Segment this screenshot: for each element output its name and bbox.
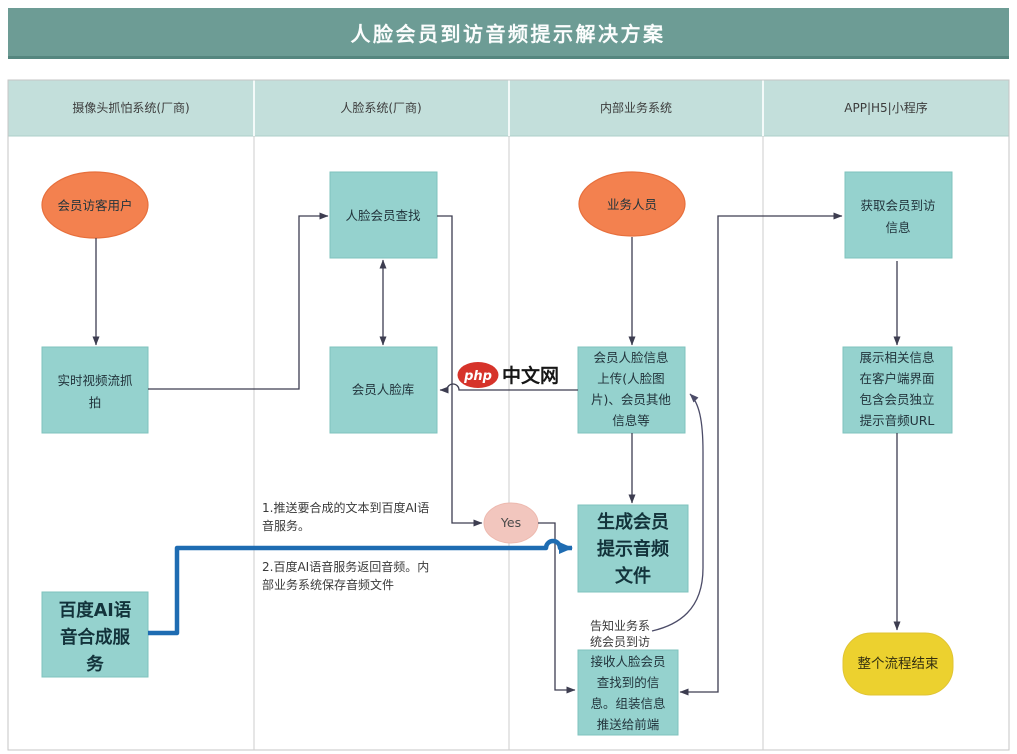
member-info-upload-label: 信息等 <box>612 413 650 428</box>
edge-notify-visit-curve <box>651 393 704 632</box>
note-notify-line: 告知业务系 <box>590 618 650 633</box>
display-info-label: 展示相关信息 <box>859 350 934 365</box>
annotation-push-text: 1.推送要合成的文本到百度AI语 音服务。 <box>262 500 429 533</box>
note-notify-line: 统会员到访 <box>590 635 650 649</box>
lane-header-camera-system: 摄像头抓怕系统(厂商) <box>72 100 189 115</box>
member-face-db-box <box>329 346 438 434</box>
generate-audio-label: 生成会员 <box>597 511 669 533</box>
annotation-notify-visit: 告知业务系 统会员到访 <box>590 618 650 649</box>
node-generate-audio: 生成会员 提示音频 文件 <box>577 504 689 593</box>
note-push-line: 音服务。 <box>262 518 310 533</box>
node-get-visit-info: 获取会员到访 信息 <box>844 171 953 259</box>
note-push-line: 1.推送要合成的文本到百度AI语 <box>262 500 429 515</box>
annotation-return-audio: 2.百度AI语音服务返回音频。内 部业务系统保存音频文件 <box>262 559 429 592</box>
lane-header-row: 摄像头抓怕系统(厂商) 人脸系统(厂商) 内部业务系统 APP|H5|小程序 <box>7 79 1010 137</box>
face-member-search-box <box>329 171 438 259</box>
receive-info-label: 推送给前端 <box>597 717 660 732</box>
edge-capture-to-search <box>148 212 329 390</box>
face-member-search-label: 人脸会员查找 <box>345 208 421 223</box>
visitor-user-ellipse <box>41 171 149 239</box>
display-info-label: 提示音频URL <box>860 413 935 428</box>
php-cn-text: 中文网 <box>502 364 559 387</box>
baidu-ai-speech-box <box>41 591 149 678</box>
edge-search-to-yes <box>437 215 483 527</box>
realtime-capture-label: 实时视频流抓 <box>57 373 133 388</box>
get-visit-info-label: 获取会员到访 <box>860 198 935 213</box>
node-realtime-capture: 实时视频流抓 拍 <box>41 346 149 434</box>
realtime-capture-box <box>41 346 149 434</box>
lane-header-face-system: 人脸系统(厂商) <box>340 100 421 115</box>
node-visitor-user: 会员访客用户 <box>41 171 149 239</box>
get-visit-info-label: 信息 <box>885 220 910 235</box>
node-yes-decision: Yes <box>483 502 539 544</box>
page-title: 人脸会员到访音频提示解决方案 <box>351 22 666 46</box>
baidu-ai-speech-label: 音合成服 <box>60 627 130 648</box>
receive-info-label: 接收人脸会员 <box>590 654 665 669</box>
lane-header-internal-business: 内部业务系统 <box>600 100 672 115</box>
php-cn-watermark: php 中文网 <box>457 362 559 388</box>
baidu-ai-speech-label: 百度AI语 <box>59 600 132 621</box>
member-info-upload-label: 会员人脸信息 <box>593 350 668 365</box>
display-info-label: 在客户端界面 <box>859 371 934 386</box>
note-return-line: 部业务系统保存音频文件 <box>262 577 394 592</box>
member-info-upload-box <box>577 346 686 434</box>
edge-receive-getinfo-bidirectional <box>679 212 843 696</box>
receive-info-box <box>577 649 679 736</box>
baidu-ai-speech-label: 务 <box>86 654 104 675</box>
lane-header-app-h5: APP|H5|小程序 <box>844 100 927 115</box>
edges <box>92 212 901 696</box>
member-face-db-label: 会员人脸库 <box>352 382 415 397</box>
process-end-shape <box>842 632 954 696</box>
node-display-info: 展示相关信息 在客户端界面 包含会员独立 提示音频URL <box>842 346 953 434</box>
get-visit-info-box <box>844 171 953 259</box>
edge-upload-to-facedb <box>439 383 578 394</box>
note-return-line: 2.百度AI语音服务返回音频。内 <box>262 559 429 574</box>
member-info-upload-label: 片)、会员其他 <box>591 392 671 407</box>
receive-info-label: 查找到的信 <box>597 675 660 690</box>
title-bar: 人脸会员到访音频提示解决方案 <box>8 8 1009 59</box>
title-bar-shadow <box>8 56 1009 59</box>
edge-yes-to-receive <box>538 522 576 694</box>
realtime-capture-label: 拍 <box>89 395 102 410</box>
php-logo-icon <box>457 362 499 388</box>
generate-audio-box <box>577 504 689 593</box>
node-receive-info: 接收人脸会员 查找到的信 息。组装信息 推送给前端 <box>577 649 679 736</box>
display-info-label: 包含会员独立 <box>859 392 934 407</box>
business-staff-ellipse <box>578 171 686 237</box>
edge-baidu-to-generate-blue <box>148 538 573 636</box>
node-business-staff: 业务人员 <box>578 171 686 237</box>
php-logo-text: php <box>463 369 492 384</box>
yes-label: Yes <box>500 515 521 530</box>
node-member-info-upload: 会员人脸信息 上传(人脸图 片)、会员其他 信息等 <box>577 346 686 434</box>
generate-audio-label: 文件 <box>615 565 651 587</box>
generate-audio-label: 提示音频 <box>597 538 669 560</box>
title-bar-background <box>8 8 1009 58</box>
receive-info-label: 息。组装信息 <box>590 696 665 711</box>
node-baidu-ai-speech: 百度AI语 音合成服 务 <box>41 591 149 678</box>
business-staff-label: 业务人员 <box>607 197 657 212</box>
display-info-box <box>842 346 953 434</box>
node-face-member-search: 人脸会员查找 <box>329 171 438 259</box>
member-info-upload-label: 上传(人脸图 <box>597 371 664 386</box>
process-end-label: 整个流程结束 <box>858 656 939 672</box>
node-process-end: 整个流程结束 <box>842 632 954 696</box>
visitor-user-label: 会员访客用户 <box>57 198 132 213</box>
node-member-face-db: 会员人脸库 <box>329 346 438 434</box>
